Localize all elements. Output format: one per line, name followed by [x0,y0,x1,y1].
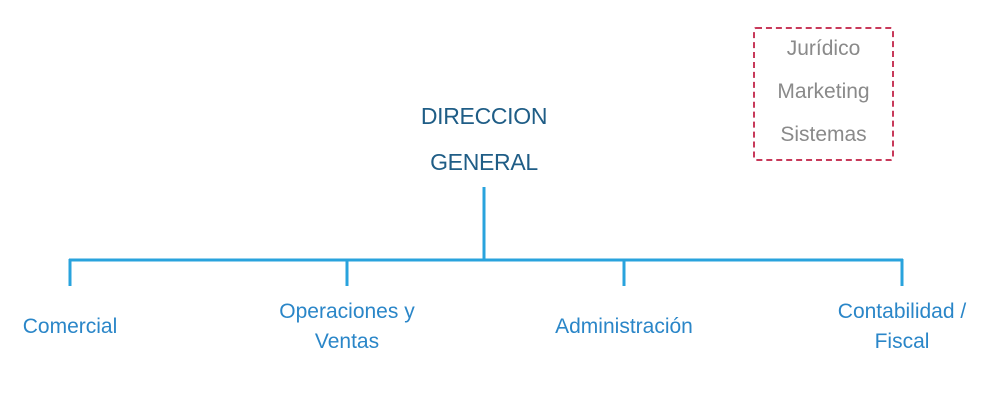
child-node-operaciones-ventas: Operaciones y Ventas [247,297,447,357]
child-label-contabilidad-line-1: Contabilidad / [837,300,967,323]
staff-item-juridico: Jurídico [786,37,861,60]
root-node-direccion-general: DIRECCION GENERAL [384,97,584,187]
root-label-line-1: DIRECCION [420,103,548,129]
staff-units-box: Jurídico Marketing Sistemas [753,27,894,161]
child-label-contabilidad-line-2: Fiscal [874,330,930,353]
staff-item-marketing: Marketing [777,80,870,103]
child-node-contabilidad-fiscal: Contabilidad / Fiscal [807,297,997,357]
child-label-comercial: Comercial [22,315,118,338]
child-label-administracion: Administración [555,315,693,338]
child-label-operaciones-line-1: Operaciones y [279,300,415,323]
root-label-line-2: GENERAL [430,149,538,175]
child-label-operaciones-line-2: Ventas [314,330,380,353]
child-node-administracion: Administración [519,312,729,342]
child-node-comercial: Comercial [0,312,140,342]
staff-item-sistemas: Sistemas [780,123,867,146]
